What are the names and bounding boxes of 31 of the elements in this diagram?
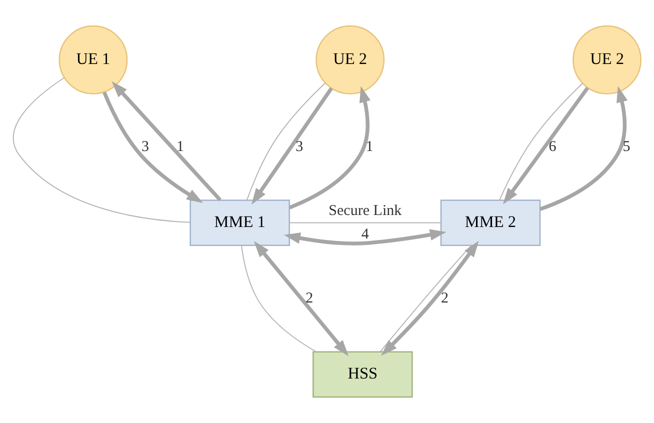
edge-label: 3 xyxy=(141,138,149,155)
edge-label: 6 xyxy=(548,138,556,155)
connector xyxy=(246,82,326,200)
connector xyxy=(498,83,583,200)
connector xyxy=(241,245,316,352)
connector xyxy=(380,245,472,352)
node-circle: UE 2 xyxy=(316,25,385,94)
edge-label: 2 xyxy=(440,290,449,306)
arrow xyxy=(381,240,479,356)
connector xyxy=(13,77,190,223)
node-box: MME 2 xyxy=(440,200,541,246)
edge-label: 1 xyxy=(366,138,374,155)
arrow xyxy=(254,241,349,356)
arrow xyxy=(288,86,371,210)
edge-label: 3 xyxy=(296,138,304,155)
connector xyxy=(289,222,441,224)
node-box: HSS xyxy=(312,351,413,398)
edge-label: 1 xyxy=(176,138,184,155)
node-box: MME 1 xyxy=(190,200,290,246)
edge-label: 2 xyxy=(306,290,314,306)
node-circle: UE 1 xyxy=(58,25,128,94)
arrow xyxy=(284,229,446,246)
arrow xyxy=(112,81,222,202)
edge-label: Secure Link xyxy=(328,202,402,219)
arrow xyxy=(502,86,590,204)
edge-label: 5 xyxy=(622,138,630,155)
arrow xyxy=(252,87,333,205)
arrow xyxy=(540,86,628,211)
node-circle: UE 2 xyxy=(572,25,642,94)
edge-label: 4 xyxy=(361,226,369,243)
arrow xyxy=(102,92,203,204)
